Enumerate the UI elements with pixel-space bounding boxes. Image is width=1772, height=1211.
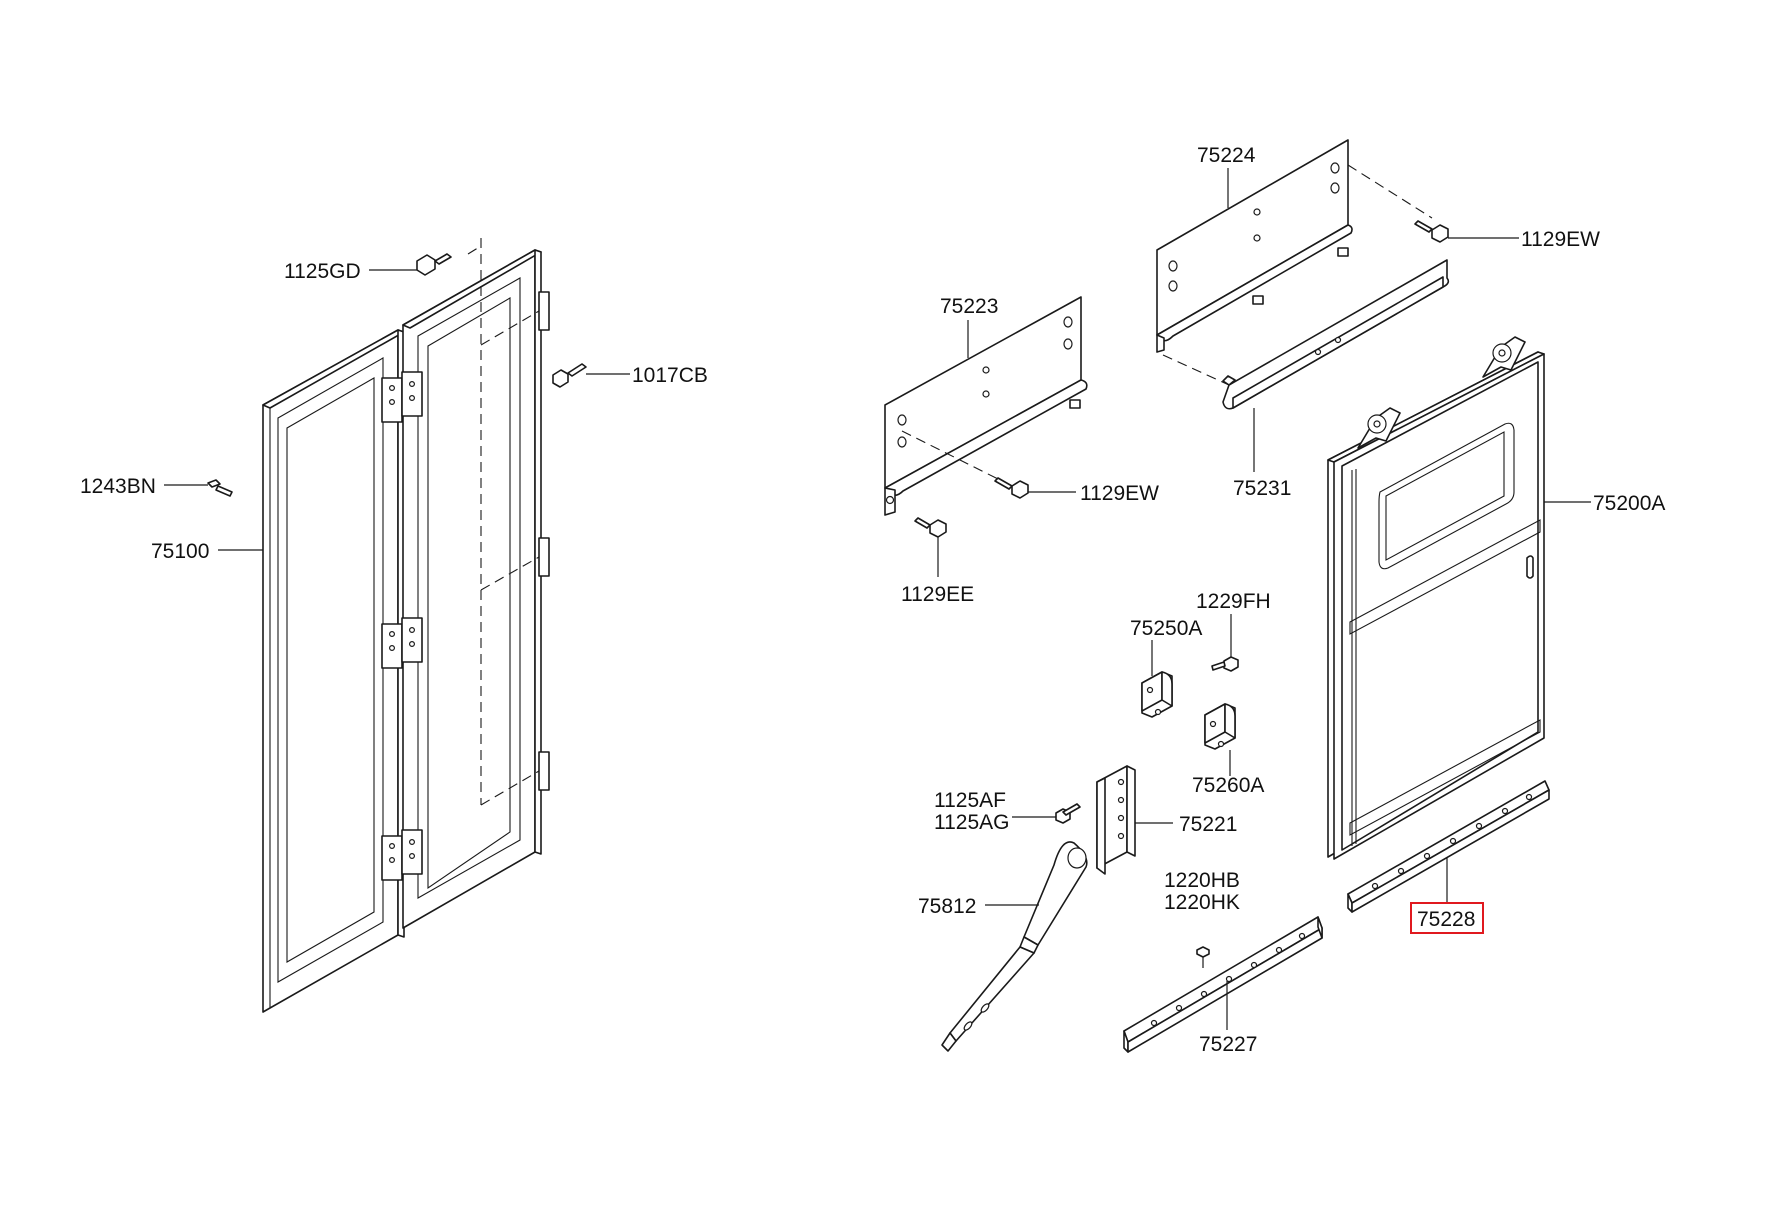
label-1125AF[interactable]: 1125AF xyxy=(934,789,1006,812)
label-75200A[interactable]: 75200A xyxy=(1593,492,1665,515)
bolt-1129EE xyxy=(914,517,947,538)
label-1129EW-top[interactable]: 1129EW xyxy=(1521,228,1600,251)
label-1129EE[interactable]: 1129EE xyxy=(901,583,974,606)
label-75260A[interactable]: 75260A xyxy=(1192,774,1264,797)
label-1125AG[interactable]: 1125AG xyxy=(934,811,1010,834)
label-75228[interactable]: 75228 xyxy=(1417,908,1475,931)
rail-75231 xyxy=(1222,259,1450,410)
label-1229FH[interactable]: 1229FH xyxy=(1196,590,1271,613)
label-1017CB[interactable]: 1017CB xyxy=(632,364,708,387)
bolt-1125AF xyxy=(1055,803,1081,824)
label-1129EW-mid[interactable]: 1129EW xyxy=(1080,482,1159,505)
bracket-75224 xyxy=(1156,139,1353,353)
label-75812[interactable]: 75812 xyxy=(918,895,976,918)
bolt-1129EW-top xyxy=(1414,220,1449,243)
label-75223[interactable]: 75223 xyxy=(940,295,998,318)
bolt-1129EW-mid xyxy=(994,477,1029,499)
rail-75228 xyxy=(1347,780,1550,913)
part-labels: 1125GD 1017CB 1243BN 75100 75224 1129EW … xyxy=(80,144,1665,1056)
label-75250A[interactable]: 75250A xyxy=(1130,617,1202,640)
rail-75227 xyxy=(1123,916,1323,1053)
screw-1220HB xyxy=(1196,946,1210,968)
door-hinges xyxy=(381,291,550,881)
highlight-box-75228 xyxy=(1410,902,1484,934)
bracket-75260A xyxy=(1204,703,1236,750)
label-1243BN[interactable]: 1243BN xyxy=(80,475,156,498)
guide-75221 xyxy=(1096,765,1136,875)
bolt-1017CB xyxy=(552,363,587,388)
sliding-door-75200A xyxy=(1327,336,1545,860)
bolt-1229FH xyxy=(1211,656,1239,672)
label-75224[interactable]: 75224 xyxy=(1197,144,1256,167)
bracket-75223 xyxy=(884,296,1088,516)
leader-lines xyxy=(164,168,1591,1030)
label-1125GD[interactable]: 1125GD xyxy=(284,260,361,283)
screw-1243BN xyxy=(207,479,233,497)
label-75100[interactable]: 75100 xyxy=(151,540,209,563)
label-75227[interactable]: 75227 xyxy=(1199,1033,1257,1056)
label-1220HB[interactable]: 1220HB xyxy=(1164,869,1240,892)
bolt-1125GD xyxy=(416,253,452,276)
label-75231[interactable]: 75231 xyxy=(1233,477,1291,500)
bracket-75250A xyxy=(1141,671,1173,718)
dashed-guides xyxy=(901,164,1433,481)
door-panel-right xyxy=(402,249,542,929)
arm-75812 xyxy=(941,841,1088,1052)
door-panel-left xyxy=(262,329,405,1013)
label-1220HK[interactable]: 1220HK xyxy=(1164,891,1240,914)
label-75221[interactable]: 75221 xyxy=(1179,813,1237,836)
door-centerline xyxy=(467,238,540,806)
